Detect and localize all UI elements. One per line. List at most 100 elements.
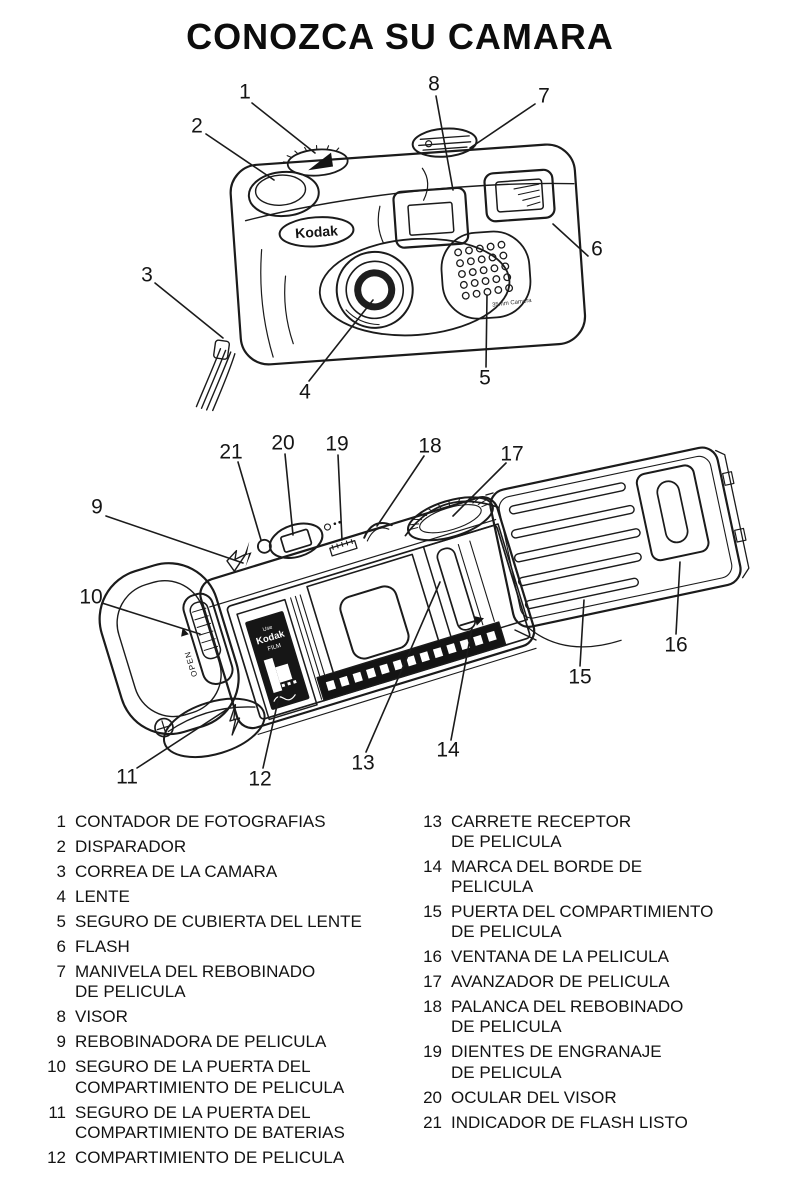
callout-6: 6	[591, 237, 603, 261]
kodak-logo: Kodak	[278, 216, 355, 248]
callout-11: 11	[116, 765, 138, 789]
battery-door-screw	[154, 717, 174, 738]
legend-item-number: 20	[423, 1087, 442, 1107]
legend-item: 16 VENTANA DE LA PELICULA	[406, 947, 798, 967]
sprocket-film-strip	[316, 621, 507, 702]
film-label-film: FILM	[267, 643, 282, 653]
callout-9: 9	[91, 495, 103, 519]
callout-1: 1	[239, 80, 251, 104]
legend-item-number: 13	[423, 812, 442, 831]
callout-12: 12	[248, 767, 272, 791]
hand-grip	[98, 562, 240, 736]
legend-item-number: 14	[423, 857, 442, 877]
legend-item: 7 MANIVELA DEL REBOBINADO DE PELICULA	[40, 962, 400, 1002]
legend-item-number: 19	[423, 1042, 442, 1062]
film-cartridge: Use Kodak FILM	[236, 598, 318, 721]
legend-item-label: REBOBINADORA DE PELICULA	[75, 1032, 327, 1052]
legend-item-label: INDICADOR DE FLASH LISTO	[451, 1112, 688, 1132]
legend-right-column: 13 CARRETE RECEPTOR DE PELICULA 14 MARCA D…	[406, 812, 798, 1138]
legend-item-label: LENTE	[75, 887, 130, 907]
camera-back-body	[199, 496, 536, 730]
legend-item-label: DIENTES DE ENGRANAJE DE PELICULA	[451, 1042, 662, 1082]
legend-item-number: 7	[56, 962, 66, 982]
legend-item-label: MANIVELA DEL REBOBINADO DE PELICULA	[75, 962, 316, 1002]
callout-19: 19	[325, 432, 349, 456]
callout-15: 15	[568, 665, 592, 689]
legend-item: 3 CORREA DE LA CAMARA	[40, 862, 400, 882]
callout-2: 2	[191, 114, 203, 138]
rewind-release-lever	[363, 522, 393, 542]
legend-item-label: VENTANA DE LA PELICULA	[451, 947, 669, 967]
film-edge-arrow-icon	[459, 616, 485, 627]
camera-strap	[195, 339, 236, 412]
callout-4: 4	[299, 380, 311, 404]
viewfinder-window	[392, 186, 470, 249]
frame-counter-dial	[283, 145, 349, 177]
flash-unit	[483, 168, 556, 223]
legend-item: 9 REBOBINADORA DE PELICULA	[40, 1032, 400, 1052]
flash-bolt-icon	[244, 541, 252, 567]
legend-item: 5 SEGURO DE CUBIERTA DEL LENTE	[40, 912, 400, 932]
callout-8: 8	[428, 72, 440, 96]
callout-leader-lines	[101, 95, 681, 769]
model-caption-text: 35mm Camera	[492, 298, 533, 309]
legend-item-number: 6	[56, 937, 66, 957]
viewfinder-eyepiece	[268, 522, 324, 559]
legend-item-number: 17	[423, 972, 442, 992]
legend-item-number: 2	[56, 837, 66, 857]
legend-item-label: MARCA DEL BORDE DE PELICULA	[451, 857, 643, 897]
legend-item-label: OCULAR DEL VISOR	[451, 1087, 617, 1107]
callout-20: 20	[271, 431, 295, 455]
film-advance-wheel	[404, 496, 500, 542]
front-camera-illustration: Kodak	[195, 127, 587, 412]
film-window	[635, 464, 710, 562]
film-door	[489, 446, 742, 628]
legend-item-label: DISPARADOR	[75, 837, 187, 857]
battery-bolt-icon	[229, 703, 241, 736]
legend-item-number: 11	[48, 1102, 66, 1122]
legend-item-number: 9	[56, 1032, 66, 1052]
sensor-dots-icon	[323, 520, 341, 531]
camera-body	[229, 143, 587, 366]
legend-item: 20 OCULAR DEL VISOR	[406, 1088, 798, 1108]
callout-5: 5	[479, 366, 491, 390]
legend-item: 14 MARCA DEL BORDE DE PELICULA	[406, 857, 798, 897]
legend-item-number: 4	[56, 887, 66, 907]
legend-item-label: CORREA DE LA CAMARA	[75, 862, 278, 882]
lens-cover-dots	[454, 240, 514, 300]
kodak-logo-text: Kodak	[295, 222, 339, 241]
legend-item: 2 DISPARADOR	[40, 837, 400, 857]
legend-item: 17 AVANZADOR DE PELICULA	[406, 972, 798, 992]
legend-item-label: CARRETE RECEPTOR DE PELICULA	[451, 812, 632, 852]
callout-16: 16	[664, 633, 688, 657]
legend-item-label: AVANZADOR DE PELICULA	[451, 972, 670, 992]
legend-item-label: PUERTA DEL COMPARTIMIENTO DE PELICULA	[451, 902, 714, 942]
legend-item-label: COMPARTIMIENTO DE PELICULA	[75, 1147, 345, 1167]
legend-item-number: 1	[56, 812, 66, 831]
legend-item-label: SEGURO DE CUBIERTA DEL LENTE	[75, 912, 362, 932]
back-camera-illustration: Use Kodak FILM	[98, 496, 537, 759]
legend-item-number: 18	[423, 997, 442, 1017]
film-label-use: Use	[262, 625, 273, 634]
film-door-illustration	[489, 446, 750, 648]
legend-item-number: 8	[56, 1007, 66, 1027]
legend-item: 13 CARRETE RECEPTOR DE PELICULA	[406, 812, 798, 852]
shutter-button	[247, 170, 320, 218]
legend-item-number: 16	[423, 947, 442, 967]
callout-14: 14	[436, 738, 460, 762]
legend-item-number: 3	[56, 862, 66, 882]
legend-item-number: 5	[56, 912, 66, 932]
page-title: CONOZCA SU CAMARA	[186, 16, 614, 57]
